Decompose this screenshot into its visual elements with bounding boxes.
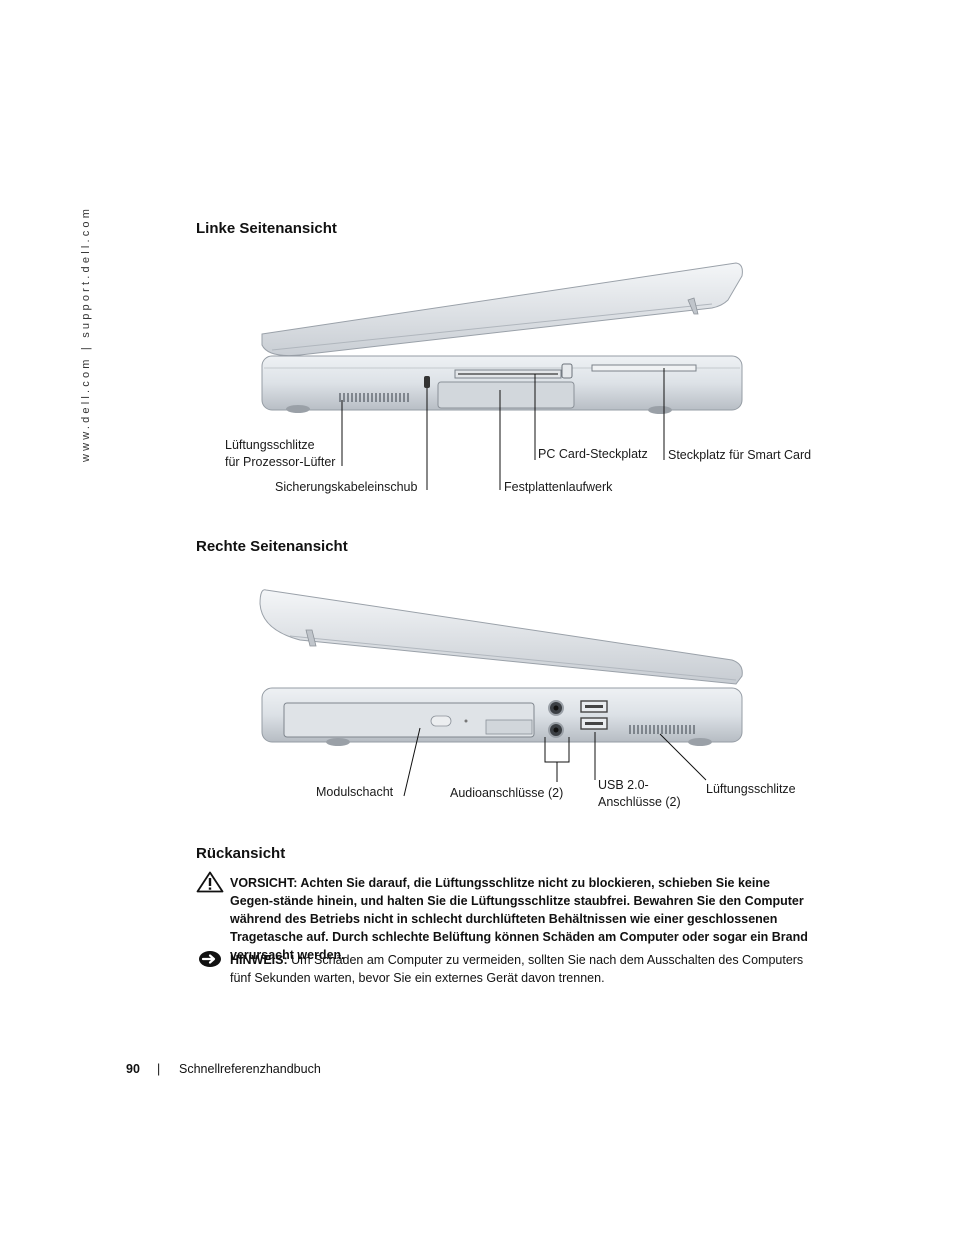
- page-number: 90: [126, 1062, 140, 1076]
- label-hard-drive: Festplattenlaufwerk: [504, 480, 613, 494]
- notice-icon: [199, 951, 221, 967]
- footer-book-title: Schnellreferenzhandbuch: [179, 1062, 321, 1076]
- heading-back-view: Rückansicht: [196, 845, 286, 862]
- caution-icon: [196, 871, 224, 893]
- label-usb-connectors-line1: USB 2.0-: [598, 778, 649, 792]
- notice-text: Um Schäden am Computer zu vermeiden, sol…: [230, 953, 804, 985]
- label-pc-card-slot: PC Card-Steckplatz: [538, 447, 648, 461]
- caution-lead: VORSICHT:: [230, 876, 298, 890]
- label-usb-connectors-line2: Anschlüsse (2): [598, 795, 681, 809]
- label-smart-card-slot: Steckplatz für Smart Card: [668, 448, 812, 462]
- label-processor-fan-vents-line1: Lüftungsschlitze: [225, 438, 315, 452]
- label-audio-connectors: Audioanschlüsse (2): [450, 786, 564, 800]
- heading-right-view: Rechte Seitenansicht: [196, 538, 348, 555]
- label-security-cable-slot: Sicherungskabeleinschub: [275, 480, 418, 494]
- caution-text: Achten Sie darauf, die Lüftungsschlitze …: [230, 876, 808, 962]
- label-processor-fan-vents-line2: für Prozessor-Lüfter: [225, 455, 336, 469]
- caution-notice: VORSICHT: Achten Sie darauf, die Lüftung…: [230, 874, 815, 964]
- label-right-vents: Lüftungsschlitze: [706, 782, 796, 796]
- laptop-right-side-illustration: [259, 589, 743, 797]
- laptop-left-side-illustration: [261, 262, 743, 490]
- label-module-bay: Modulschacht: [316, 785, 394, 799]
- hinweis-notice: HINWEIS: Um Schäden am Computer zu verme…: [230, 951, 815, 987]
- notice-lead: HINWEIS:: [230, 953, 288, 967]
- footer-separator: |: [157, 1062, 161, 1076]
- heading-left-view: Linke Seitenansicht: [196, 220, 337, 237]
